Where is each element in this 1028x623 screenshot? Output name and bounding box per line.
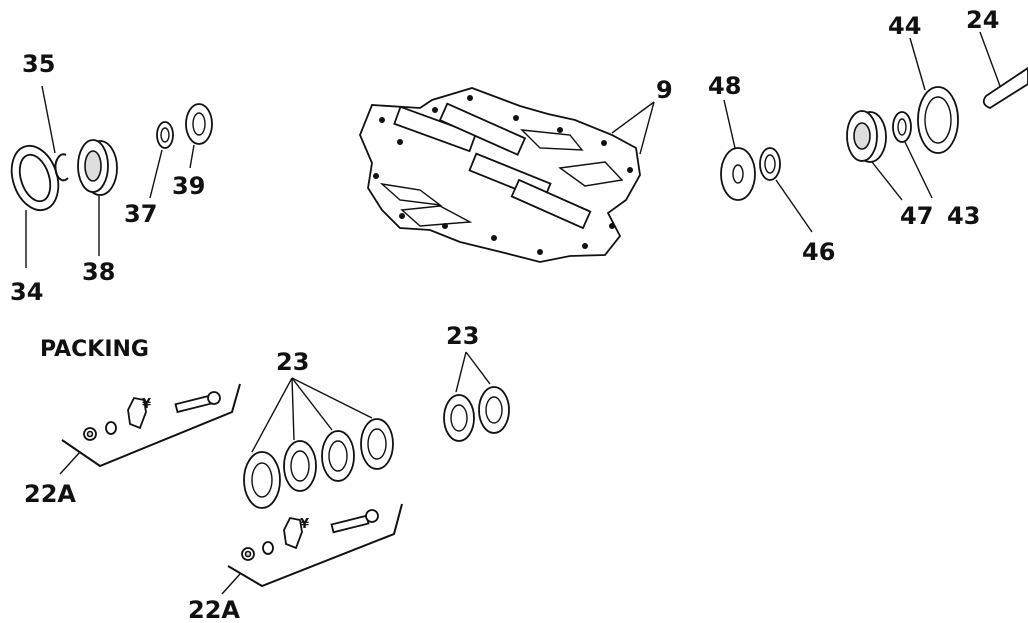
part-9-gasket: [359, 87, 641, 263]
leader-39: [189, 144, 195, 169]
callout-48: 48: [708, 72, 741, 100]
leader-23-e: [455, 351, 467, 393]
callout-34: 34: [10, 278, 43, 306]
leader-47: [871, 161, 903, 201]
callout-44: 44: [888, 12, 921, 40]
leader-23-a: [251, 377, 293, 453]
leader-44: [909, 37, 926, 91]
yen-mark-bottom: ¥: [300, 517, 309, 532]
part-35-snap-ring: [54, 153, 69, 182]
packing-heading: PACKING: [40, 337, 149, 362]
yen-mark-top: ¥: [142, 397, 151, 412]
part-44-ring: [917, 86, 959, 154]
part-38-bearing: [77, 139, 118, 196]
callout-9: 9: [656, 76, 673, 104]
leader-24: [979, 31, 1001, 87]
part-24-pin: [982, 66, 1028, 110]
leader-46: [775, 179, 813, 233]
leader-23-d: [291, 377, 373, 419]
packing-rings-23-set-of-two: [443, 386, 510, 442]
leader-22a-top: [59, 451, 81, 475]
packing-kit-22a-bottom: [227, 503, 403, 588]
callout-47: 47: [900, 202, 933, 230]
leader-43: [904, 141, 933, 199]
leader-22a-bottom: [221, 573, 241, 595]
callout-22a-top: 22A: [24, 480, 76, 508]
leader-48: [723, 99, 736, 149]
leader-23-b: [291, 377, 295, 441]
leader-37: [149, 149, 163, 199]
leader-23-f: [465, 351, 491, 385]
callout-35: 35: [22, 50, 55, 78]
callout-46: 46: [802, 238, 835, 266]
callout-37: 37: [124, 200, 157, 228]
callout-23-four: 23: [276, 348, 309, 376]
part-37-washer: [156, 121, 174, 149]
part-39-seal: [185, 103, 213, 145]
leader-23-c: [291, 377, 333, 431]
callout-43: 43: [947, 202, 980, 230]
part-34-ring: [10, 144, 60, 212]
part-46-seal: [759, 147, 781, 181]
callout-22a-bottom: 22A: [188, 596, 240, 623]
packing-kit-22a-top: [61, 383, 241, 468]
callout-24: 24: [966, 6, 999, 34]
part-43-washer: [892, 111, 912, 143]
callout-23-two: 23: [446, 322, 479, 350]
leader-9-b: [639, 101, 655, 155]
leader-9-a: [611, 101, 655, 134]
leader-35: [41, 85, 56, 154]
callout-38: 38: [82, 258, 115, 286]
part-48-washer: [720, 147, 756, 201]
packing-rings-23-set-of-four: [243, 418, 394, 509]
part-47-bearing: [846, 110, 887, 163]
callout-39: 39: [172, 172, 205, 200]
